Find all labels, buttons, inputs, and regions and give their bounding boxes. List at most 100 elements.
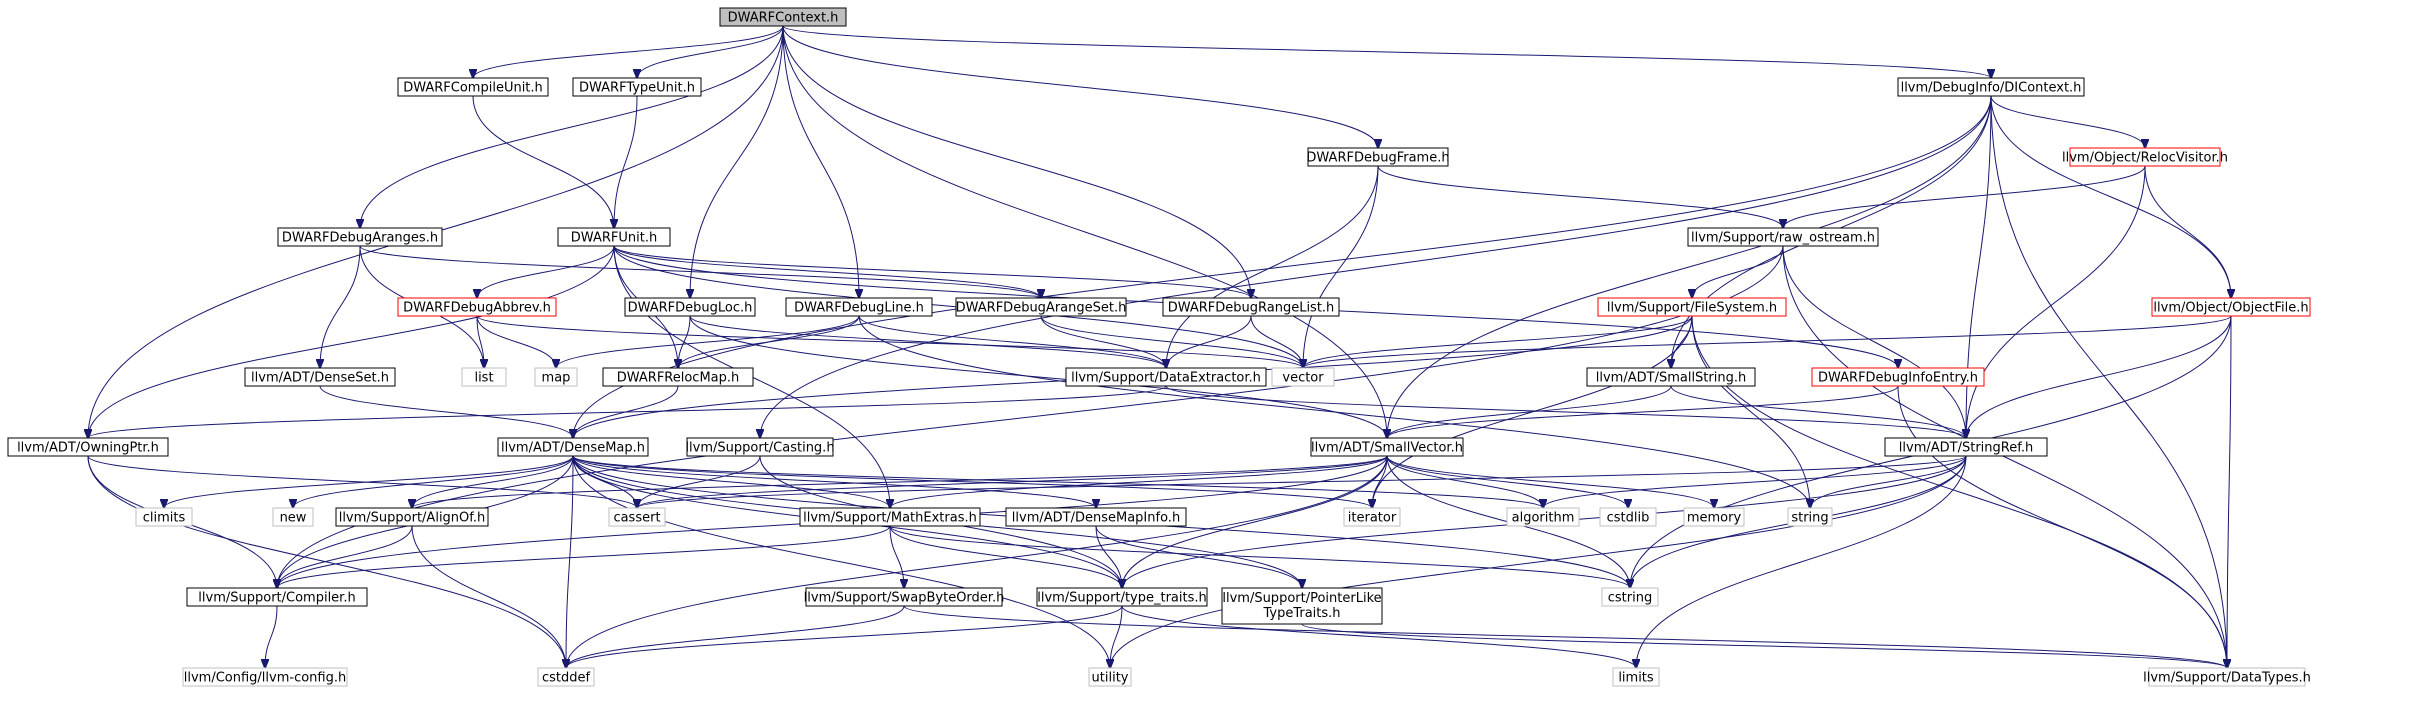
- node-llvm-adt-densemapinfo-h[interactable]: llvm/ADT/DenseMapInfo.h: [1005, 507, 1187, 527]
- node-llvm-support-filesystem-h[interactable]: llvm/Support/FileSystem.h: [1597, 297, 1787, 317]
- node-label-llvm-support-mathextras-h: llvm/Support/MathExtras.h: [803, 511, 977, 526]
- node-llvm-object-relocvisitor-h[interactable]: llvm/Object/RelocVisitor.h: [2062, 147, 2228, 167]
- node-box-dwarfdebugabbrev-h: [397, 297, 557, 317]
- node-label-list: list: [474, 371, 493, 386]
- node-box-dwarfdebugaranges-h: [277, 227, 443, 247]
- edge-dwarfcontext-h-to-dwarfdebugaranges-h: [360, 25, 784, 228]
- edge-dwarfdebugline-h-to-dwarfrelocmap-h: [678, 315, 860, 368]
- node-label-map: map: [542, 371, 571, 386]
- edge-llvm-support-alignof-h-to-cstddef: [411, 525, 566, 668]
- node-dwarfdebugaranges-h[interactable]: DWARFDebugAranges.h: [277, 227, 443, 247]
- node-llvm-support-swapbyteorder-h[interactable]: llvm/Support/SwapByteOrder.h: [804, 587, 1005, 607]
- node-dwarfrelocmap-h[interactable]: DWARFRelocMap.h: [602, 367, 754, 387]
- node-box-map: [534, 367, 578, 387]
- node-box-llvm-config-llvm-config-h: [182, 667, 348, 687]
- edge-dwarfdebugabbrev-h-to-map: [476, 315, 556, 368]
- edge-dwarfdebugaranges-h-to-dwarfdebugarangeset-h: [359, 245, 1041, 298]
- node-label-iterator: iterator: [1348, 511, 1397, 526]
- node-llvm-adt-smallstring-h[interactable]: llvm/ADT/SmallString.h: [1586, 367, 1756, 387]
- node-dwarfdebuginfoentry-h[interactable]: DWARFDebugInfoEntry.h: [1811, 367, 1985, 387]
- node-llvm-support-type-traits-h[interactable]: llvm/Support/type_traits.h: [1036, 587, 1208, 607]
- edge-llvm-support-swapbyteorder-h-to-cstddef: [566, 605, 905, 668]
- edge-llvm-adt-densemap-h-to-climits: [164, 455, 574, 508]
- edge-llvm-support-compiler-h-to-llvm-config-llvm-config-h: [265, 605, 278, 668]
- node-label-llvm-debuginfo-dicontext-h: llvm/DebugInfo/DIContext.h: [1901, 81, 2082, 96]
- edge-dwarfcontext-h-to-llvm-adt-smallvector-h: [782, 25, 1387, 438]
- node-label-cstdlib: cstdlib: [1607, 511, 1650, 526]
- edge-llvm-debuginfo-dicontext-h-to-llvm-adt-smallvector-h: [1387, 95, 1992, 438]
- edge-llvm-adt-smallvector-h-to-cstdlib: [1386, 455, 1628, 508]
- node-label-dwarfdebugrangelist-h: DWARFDebugRangeList.h: [1168, 301, 1335, 316]
- node-dwarfdebugrangelist-h[interactable]: DWARFDebugRangeList.h: [1162, 297, 1340, 317]
- node-label-llvm-support-alignof-h: llvm/Support/AlignOf.h: [339, 511, 486, 526]
- node-box-cassert: [608, 507, 666, 527]
- node-box-vector: [1271, 367, 1335, 387]
- edge-llvm-support-casting-h-to-cassert: [637, 455, 761, 508]
- node-label-vector: vector: [1282, 371, 1324, 386]
- node-label-string: string: [1791, 511, 1828, 526]
- node-box-llvm-adt-smallvector-h: [1310, 437, 1464, 457]
- edge-llvm-support-type-traits-h-to-limits: [1121, 605, 1636, 668]
- node-vector: vector: [1271, 367, 1335, 387]
- node-label-llvm-adt-owningptr-h: llvm/ADT/OwningPtr.h: [17, 441, 159, 456]
- edge-llvm-object-relocvisitor-h-to-llvm-support-raw-ostream-h: [1783, 165, 2146, 228]
- edge-llvm-adt-densemap-h-to-llvm-support-mathextras-h: [572, 455, 890, 508]
- node-dwarfcontext-h[interactable]: DWARFContext.h: [719, 7, 847, 27]
- node-dwarftypeunit-h[interactable]: DWARFTypeUnit.h: [572, 77, 702, 97]
- node-llvm-support-compiler-h[interactable]: llvm/Support/Compiler.h: [186, 587, 368, 607]
- edge-llvm-adt-densemap-h-to-utility: [572, 455, 1110, 668]
- node-dwarfdebugabbrev-h[interactable]: DWARFDebugAbbrev.h: [397, 297, 557, 317]
- edge-llvm-adt-denseset-h-to-llvm-adt-densemap-h: [319, 385, 573, 438]
- node-label-llvm-adt-stringref-h: llvm/ADT/StringRef.h: [1899, 441, 2033, 456]
- edge-dwarfdebugaranges-h-to-llvm-adt-denseset-h: [320, 245, 361, 368]
- node-box-algorithm: [1506, 507, 1580, 527]
- node-box-dwarfdebugarangeset-h: [955, 297, 1127, 317]
- edge-llvm-object-relocvisitor-h-to-llvm-adt-stringref-h: [1966, 165, 2146, 438]
- node-label-dwarfdebugabbrev-h: DWARFDebugAbbrev.h: [403, 301, 551, 316]
- node-llvm-adt-owningptr-h[interactable]: llvm/ADT/OwningPtr.h: [7, 437, 169, 457]
- node-llvm-adt-smallvector-h[interactable]: llvm/ADT/SmallVector.h: [1310, 437, 1464, 457]
- node-llvm-debuginfo-dicontext-h[interactable]: llvm/DebugInfo/DIContext.h: [1897, 77, 2085, 97]
- node-llvm-support-raw-ostream-h[interactable]: llvm/Support/raw_ostream.h: [1687, 227, 1879, 247]
- edge-dwarfdebugline-h-to-map: [556, 315, 860, 368]
- node-climits: climits: [135, 507, 193, 527]
- node-label-algorithm: algorithm: [1512, 511, 1575, 526]
- node-dwarfunit-h[interactable]: DWARFUnit.h: [557, 227, 671, 247]
- node-box-llvm-object-objectfile-h: [2151, 297, 2311, 317]
- edge-dwarfdebugabbrev-h-to-list: [476, 315, 484, 368]
- edges: [88, 25, 2231, 668]
- edge-llvm-support-raw-ostream-h-to-llvm-support-filesystem-h: [1692, 245, 1784, 298]
- node-llvm-support-mathextras-h[interactable]: llvm/Support/MathExtras.h: [799, 507, 981, 527]
- edge-dwarfdebugrangelist-h-to-vector: [1250, 315, 1303, 368]
- edge-llvm-adt-densemap-h-to-new: [293, 455, 574, 508]
- edge-dwarfunit-h-to-dwarfdebugabbrev-h: [477, 245, 615, 298]
- node-label-llvm-support-filesystem-h: llvm/Support/FileSystem.h: [1607, 301, 1777, 316]
- edge-llvm-debuginfo-dicontext-h-to-llvm-support-casting-h: [760, 95, 1992, 438]
- edge-dwarfcontext-h-to-dwarfdebugloc-h: [690, 25, 784, 298]
- edge-llvm-support-filesystem-h-to-string: [1691, 315, 1810, 508]
- node-llvm-adt-densemap-h[interactable]: llvm/ADT/DenseMap.h: [497, 437, 649, 457]
- node-llvm-adt-denseset-h[interactable]: llvm/ADT/DenseSet.h: [244, 367, 396, 387]
- node-dwarfdebugline-h[interactable]: DWARFDebugLine.h: [785, 297, 933, 317]
- edge-dwarfcompileunit-h-to-dwarfunit-h: [472, 95, 614, 228]
- node-dwarfcompileunit-h[interactable]: DWARFCompileUnit.h: [397, 77, 549, 97]
- node-dwarfdebugarangeset-h[interactable]: DWARFDebugArangeSet.h: [955, 297, 1127, 317]
- node-dwarfdebugloc-h[interactable]: DWARFDebugLoc.h: [624, 297, 756, 317]
- node-list: list: [461, 367, 507, 387]
- edge-llvm-adt-smallvector-h-to-cassert: [637, 455, 1388, 508]
- node-llvm-adt-stringref-h[interactable]: llvm/ADT/StringRef.h: [1884, 437, 2048, 457]
- node-box-llvm-support-raw-ostream-h: [1687, 227, 1879, 247]
- node-map: map: [534, 367, 578, 387]
- node-label-llvm-support-compiler-h: llvm/Support/Compiler.h: [198, 591, 355, 606]
- edge-llvm-adt-densemap-h-to-iterator: [572, 455, 1372, 508]
- node-llvm-support-casting-h[interactable]: llvm/Support/Casting.h: [685, 437, 835, 457]
- node-llvm-support-alignof-h[interactable]: llvm/Support/AlignOf.h: [335, 507, 489, 527]
- node-dwarfdebugframe-h[interactable]: DWARFDebugFrame.h: [1306, 147, 1450, 167]
- node-llvm-support-dataextractor-h[interactable]: llvm/Support/DataExtractor.h: [1065, 367, 1267, 387]
- node-label-dwarftypeunit-h: DWARFTypeUnit.h: [579, 81, 695, 96]
- node-box-cstdlib: [1599, 507, 1657, 527]
- node-llvm-object-objectfile-h[interactable]: llvm/Object/ObjectFile.h: [2151, 297, 2311, 317]
